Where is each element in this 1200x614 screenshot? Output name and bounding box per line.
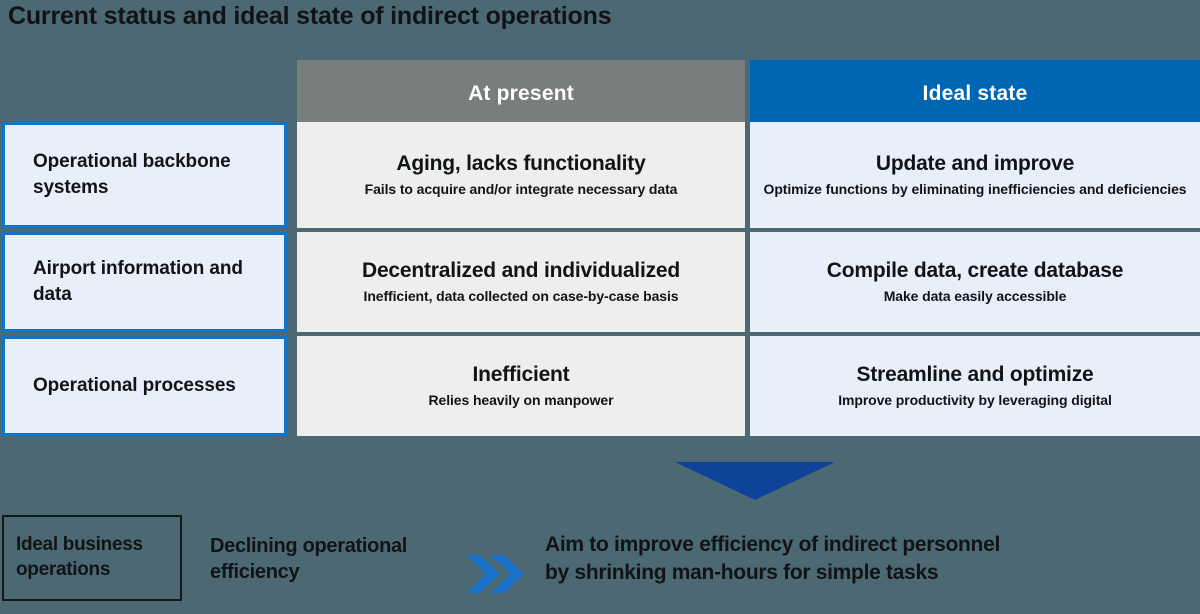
- table-row: Airport information and data Decentraliz…: [0, 232, 1200, 332]
- cell-ideal-state-row-2: Compile data, create database Make data …: [750, 232, 1200, 332]
- cell-detail: Make data easily accessible: [883, 288, 1067, 305]
- cell-detail: Relies heavily on manpower: [428, 392, 614, 409]
- row-label-text: Operational processes: [33, 375, 236, 397]
- row-label-operational-backbone-systems: Operational backbone systems: [2, 122, 287, 228]
- cell-ideal-state-row-1: Update and improve Optimize functions by…: [750, 122, 1200, 228]
- table-row: Operational processes Inefficient Relies…: [0, 336, 1200, 436]
- cell-at-present-row-1: Aging, lacks functionality Fails to acqu…: [297, 122, 745, 228]
- cell-headline: Compile data, create database: [826, 258, 1124, 282]
- table-row: Operational backbone systems Aging, lack…: [0, 122, 1200, 228]
- cell-at-present-row-2: Decentralized and individualized Ineffic…: [297, 232, 745, 332]
- aim-line-1: Aim to improve efficiency of indirect pe…: [545, 533, 1000, 556]
- cell-headline: Inefficient: [472, 362, 570, 386]
- cell-headline: Decentralized and individualized: [361, 258, 680, 282]
- declining-efficiency-label: Declining operational efficiency: [210, 535, 408, 583]
- cell-headline: Update and improve: [875, 151, 1075, 175]
- matrix-header-row: At present Ideal state: [297, 60, 1200, 127]
- comparison-matrix: At present Ideal state Operational backb…: [0, 60, 1200, 438]
- cell-at-present-row-3: Inefficient Relies heavily on manpower: [297, 336, 745, 436]
- cell-detail: Optimize functions by eliminating ineffi…: [763, 181, 1187, 198]
- column-header-at-present: At present: [297, 60, 745, 127]
- page-title: Current status and ideal state of indire…: [8, 2, 612, 30]
- cell-detail: Fails to acquire and/or integrate necess…: [364, 181, 678, 198]
- down-triangle-arrow-icon: [675, 462, 835, 500]
- conclusion-band: Ideal business operations Declining oper…: [0, 513, 1200, 605]
- double-chevron-right-icon: [466, 553, 526, 600]
- cell-detail: Inefficient, data collected on case-by-c…: [363, 288, 679, 305]
- ideal-business-operations-label: Ideal business operations: [16, 534, 143, 580]
- aim-line-2: by shrinking man-hours for simple tasks: [545, 561, 939, 585]
- cell-headline: Aging, lacks functionality: [396, 151, 646, 175]
- row-label-airport-information-and-data: Airport information and data: [2, 232, 287, 332]
- column-header-ideal-state: Ideal state: [750, 60, 1200, 127]
- ideal-business-operations-box: Ideal business operations: [2, 515, 182, 601]
- cell-ideal-state-row-3: Streamline and optimize Improve producti…: [750, 336, 1200, 436]
- row-label-text: Airport information and data: [33, 258, 243, 305]
- aim-statement: Aim to improve efficiency of indirect pe…: [545, 531, 1185, 588]
- cell-headline: Streamline and optimize: [856, 362, 1094, 386]
- row-label-text: Operational backbone systems: [33, 151, 231, 198]
- row-label-operational-processes: Operational processes: [2, 336, 287, 436]
- cell-detail: Improve productivity by leveraging digit…: [838, 392, 1112, 409]
